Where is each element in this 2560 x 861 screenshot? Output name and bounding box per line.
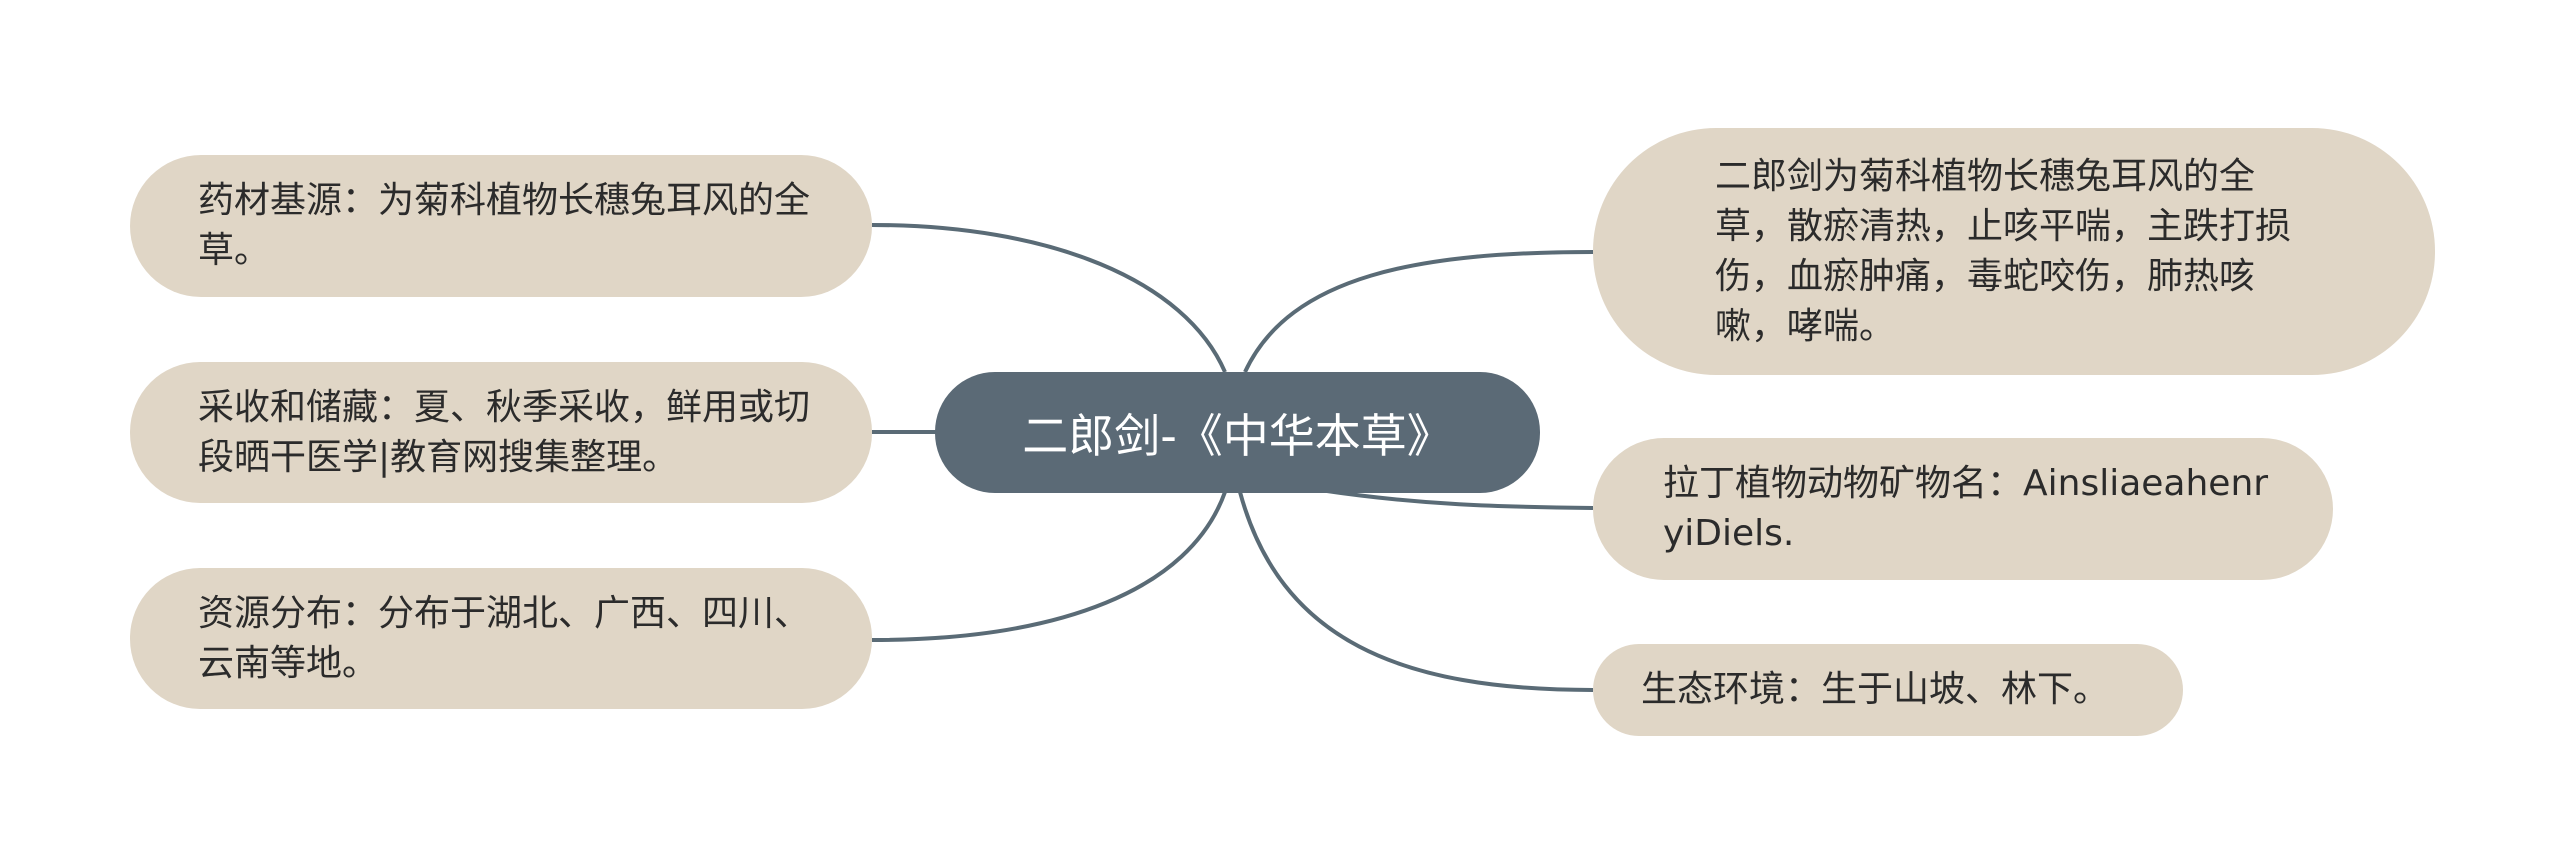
central-topic-label: 二郎剑-《中华本草》 [1022, 408, 1453, 463]
left-node-distribution[interactable]: 资源分布：分布于湖北、广西、四川、云南等地。 [130, 568, 872, 709]
connector-right-1 [1243, 250, 1594, 373]
left-node-source[interactable]: 药材基源：为菊科植物长穗兔耳风的全草。 [130, 155, 872, 297]
central-topic[interactable]: 二郎剑-《中华本草》 [935, 372, 1540, 493]
right-node-habitat[interactable]: 生态环境：生于山坡、林下。 [1593, 644, 2183, 736]
right-node-summary-text: 二郎剑为菊科植物长穗兔耳风的全草，散瘀清热，止咳平喘，主跌打损伤，血瘀肿痛，毒蛇… [1715, 155, 2292, 347]
right-node-habitat-text: 生态环境：生于山坡、林下。 [1641, 669, 2110, 710]
right-node-latin-name-text: 拉丁植物动物矿物名：AinsliaeahenryiDiels. [1663, 463, 2269, 554]
connector-right-2 [1319, 488, 1594, 510]
connector-right-3 [1238, 491, 1594, 692]
right-node-summary[interactable]: 二郎剑为菊科植物长穗兔耳风的全草，散瘀清热，止咳平喘，主跌打损伤，血瘀肿痛，毒蛇… [1593, 128, 2435, 375]
left-node-source-text: 药材基源：为菊科植物长穗兔耳风的全草。 [198, 180, 811, 271]
connector-left-1 [871, 223, 1227, 373]
left-node-distribution-text: 资源分布：分布于湖北、广西、四川、云南等地。 [198, 592, 811, 684]
left-node-harvest[interactable]: 采收和储藏：夏、秋季采收，鲜用或切段晒干医学|教育网搜集整理。 [130, 362, 872, 503]
connector-left-3 [871, 491, 1227, 642]
right-node-latin-name[interactable]: 拉丁植物动物矿物名：AinsliaeahenryiDiels. [1593, 438, 2333, 580]
left-node-harvest-text: 采收和储藏：夏、秋季采收，鲜用或切段晒干医学|教育网搜集整理。 [198, 386, 811, 478]
